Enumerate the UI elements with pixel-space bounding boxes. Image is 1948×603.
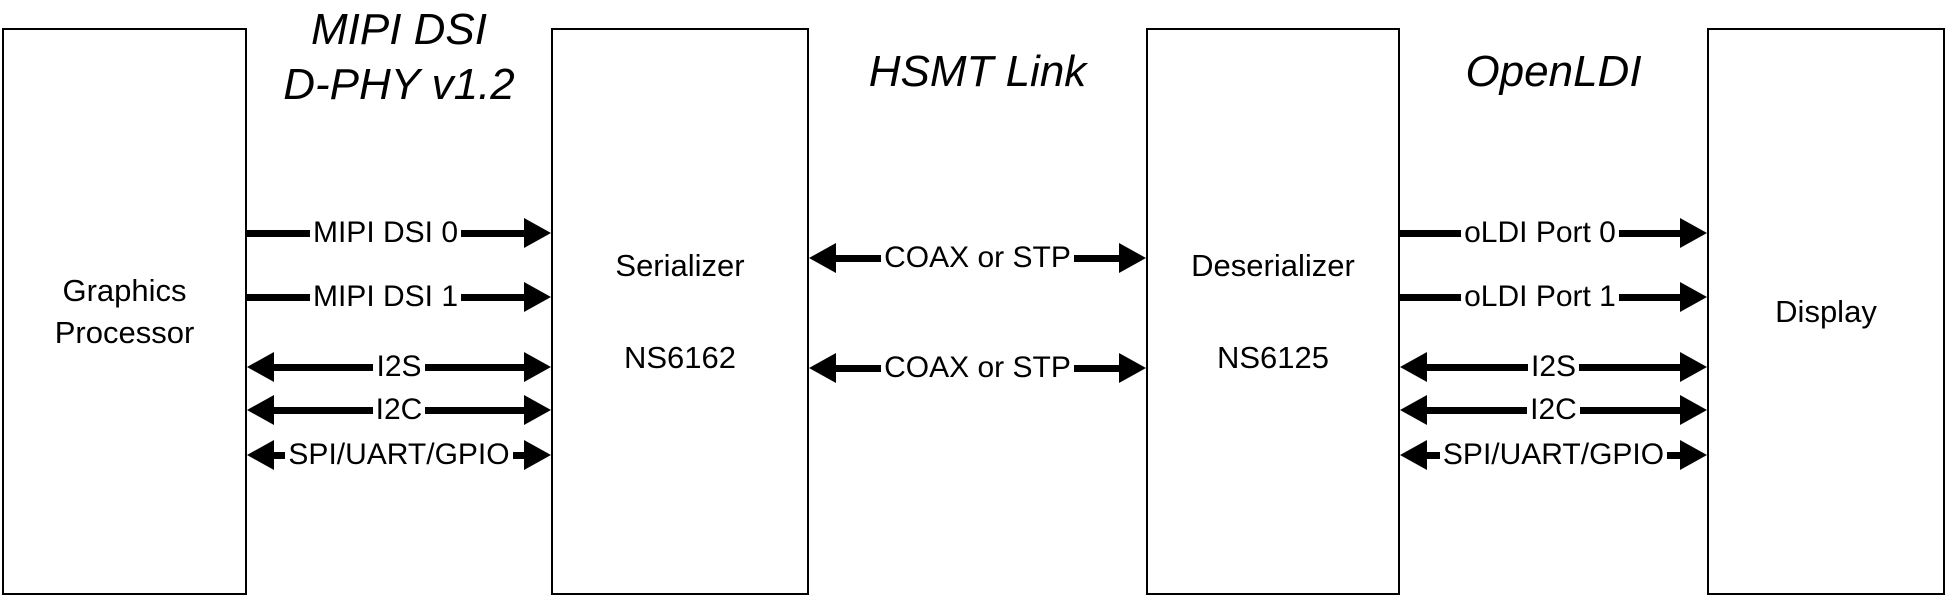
conn-oldi-port-1: oLDI Port 1: [1400, 279, 1707, 315]
block-label-line: Processor: [54, 314, 195, 350]
arrowhead-right-icon: [524, 440, 552, 470]
conn-label: MIPI DSI 1: [309, 279, 462, 315]
interface-label-hsmt-link: HSMT Link: [868, 47, 1087, 96]
conn-line: [1579, 406, 1680, 414]
conn-label: I2C: [372, 392, 426, 428]
arrowhead-right-icon: [1680, 282, 1707, 312]
interface-label-line: MIPI DSI: [310, 5, 488, 54]
conn-i2s-left: I2S: [247, 349, 551, 385]
interface-label-openldi: OpenLDI: [1465, 47, 1642, 96]
conn-coax-or-stp-1: COAX or STP: [809, 240, 1146, 276]
interface-label-mipi-dsi: MIPI DSI D-PHY v1.2: [247, 2, 551, 112]
conn-i2c-right: I2C: [1400, 392, 1707, 428]
conn-line: [1427, 451, 1440, 459]
conn-coax-or-stp-2: COAX or STP: [809, 350, 1146, 386]
conn-line: [836, 254, 882, 262]
conn-line: [461, 229, 525, 237]
conn-label: I2S: [1527, 349, 1580, 385]
arrowhead-left-icon: [1400, 395, 1427, 425]
conn-line: [1400, 293, 1462, 301]
conn-line: [274, 406, 373, 414]
block-label-line: Deserializer: [1191, 247, 1355, 283]
conn-line: [274, 363, 374, 371]
arrowhead-left-icon: [247, 352, 274, 382]
arrowhead-right-icon: [524, 395, 551, 425]
arrowhead-left-icon: [247, 395, 274, 425]
conn-line: [1579, 363, 1680, 371]
conn-i2c-left: I2C: [247, 392, 551, 428]
conn-line: [424, 363, 524, 371]
arrowhead-right-icon: [1680, 395, 1707, 425]
conn-line: [1427, 406, 1528, 414]
conn-line: [247, 293, 310, 301]
arrowhead-right-icon: [1680, 218, 1707, 248]
arrowhead-left-icon: [1400, 440, 1427, 470]
conn-line: [1427, 363, 1528, 371]
arrowhead-right-icon: [524, 352, 551, 382]
arrowhead-left-icon: [247, 440, 274, 470]
conn-label: I2S: [373, 349, 425, 385]
arrowhead-left-icon: [1400, 352, 1427, 382]
arrowhead-right-icon: [1119, 243, 1146, 273]
conn-spi-uart-gpio-right: SPI/UART/GPIO: [1400, 437, 1708, 473]
conn-line: [274, 451, 286, 459]
arrowhead-left-icon: [809, 353, 836, 383]
conn-line: [512, 451, 525, 459]
block-display: Display: [1707, 28, 1945, 595]
conn-mipi-dsi-1: MIPI DSI 1: [247, 279, 552, 315]
conn-line: [1618, 293, 1680, 301]
conn-label: SPI/UART/GPIO: [285, 437, 513, 473]
arrowhead-right-icon: [1680, 440, 1708, 470]
conn-mipi-dsi-0: MIPI DSI 0: [247, 215, 552, 251]
block-label-line: Serializer: [615, 247, 745, 283]
conn-i2s-right: I2S: [1400, 349, 1707, 385]
arrowhead-right-icon: [1119, 353, 1146, 383]
conn-label: SPI/UART/GPIO: [1439, 437, 1668, 473]
arrowhead-left-icon: [809, 243, 836, 273]
conn-label: COAX or STP: [881, 240, 1074, 276]
conn-line: [461, 293, 525, 301]
arrowhead-right-icon: [524, 282, 552, 312]
conn-label: oLDI Port 0: [1461, 215, 1619, 251]
conn-line: [1073, 254, 1119, 262]
conn-line: [1073, 364, 1119, 372]
conn-label: COAX or STP: [881, 350, 1074, 386]
arrowhead-right-icon: [524, 218, 552, 248]
conn-line: [1667, 451, 1681, 459]
conn-spi-uart-gpio-left: SPI/UART/GPIO: [247, 437, 552, 473]
conn-label: MIPI DSI 0: [309, 215, 462, 251]
conn-label: oLDI Port 1: [1461, 279, 1619, 315]
interface-label-line: D-PHY v1.2: [283, 60, 515, 109]
arrowhead-right-icon: [1680, 352, 1707, 382]
conn-line: [247, 229, 310, 237]
conn-oldi-port-0: oLDI Port 0: [1400, 215, 1707, 251]
conn-label: I2C: [1527, 392, 1580, 428]
block-part-number: NS6125: [1216, 339, 1330, 375]
block-label-line: Graphics: [62, 272, 187, 308]
block-graphics-processor: Graphics Processor: [2, 28, 247, 595]
conn-line: [836, 364, 882, 372]
conn-line: [1618, 229, 1680, 237]
block-part-number: NS6162: [623, 339, 737, 375]
block-deserializer: Deserializer NS6125: [1146, 28, 1400, 595]
conn-line: [1400, 229, 1462, 237]
block-label-line: Display: [1775, 293, 1877, 329]
conn-line: [425, 406, 524, 414]
block-serializer: Serializer NS6162: [551, 28, 809, 595]
